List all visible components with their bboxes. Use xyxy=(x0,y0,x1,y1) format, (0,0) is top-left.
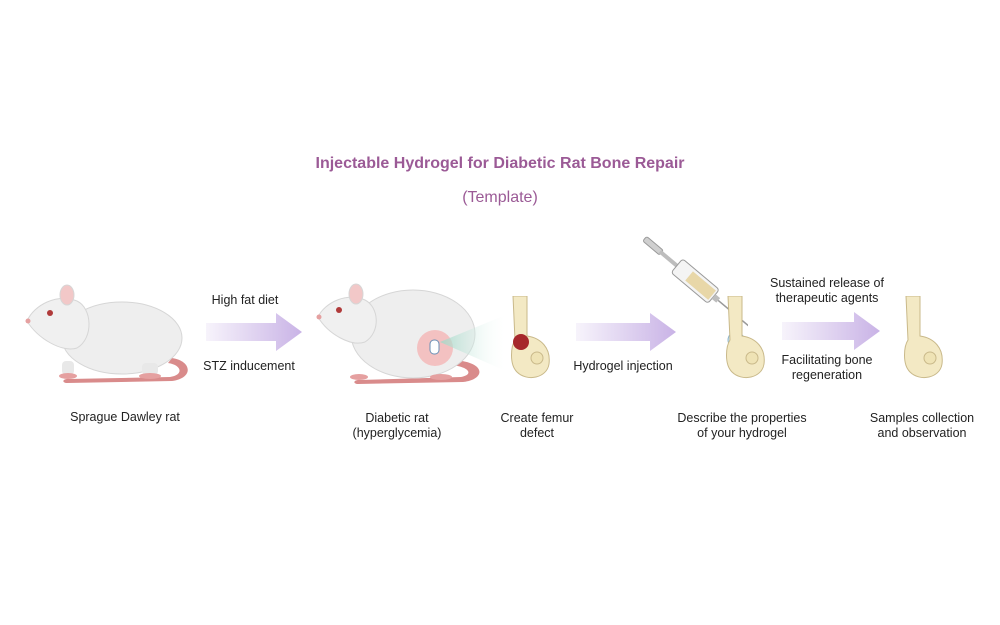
step-label-femur-defect-line1: Create femur xyxy=(500,411,574,425)
arrow-diet-stz xyxy=(206,311,302,353)
step-label-hydrogel-properties-line2: of your hydrogel xyxy=(697,426,787,440)
step-label-sprague-dawley-rat: Sprague Dawley rat xyxy=(70,410,180,424)
femur-hydrogel-illustration xyxy=(722,296,768,382)
arrow-hydrogel-injection xyxy=(576,311,676,353)
arrow-label-bone-regeneration-line1: Facilitating bone xyxy=(781,353,873,367)
highlight-beam xyxy=(440,314,510,374)
arrow-label-hydrogel-injection: Hydrogel injection xyxy=(573,359,673,373)
step-label-samples-collection-line1: Samples collection xyxy=(869,411,975,425)
arrow-label-sustained-release-line1: Sustained release of xyxy=(770,276,884,290)
diagram-subtitle: (Template) xyxy=(462,189,538,206)
step-label-femur-defect-line2: defect xyxy=(519,426,555,440)
step-label-diabetic-rat-line1: Diabetic rat xyxy=(365,411,429,425)
arrow-label-stz-inducement: STZ inducement xyxy=(203,359,295,373)
femur-healed-illustration xyxy=(900,296,946,382)
rat-illustration xyxy=(22,283,197,388)
step-label-samples-collection-line2: and observation xyxy=(877,426,967,440)
diabetic-rat-illustration xyxy=(313,282,488,388)
arrow-label-high-fat-diet: High fat diet xyxy=(211,293,279,307)
diagram-title: Injectable Hydrogel for Diabetic Rat Bon… xyxy=(315,155,685,172)
arrow-release-regeneration xyxy=(782,310,880,352)
femur-defect-illustration xyxy=(507,296,553,382)
arrow-label-sustained-release-line2: therapeutic agents xyxy=(775,291,879,305)
step-label-hydrogel-properties-line1: Describe the properties xyxy=(677,411,807,425)
arrow-label-bone-regeneration-line2: regeneration xyxy=(791,368,863,382)
step-label-diabetic-rat-line2: (hyperglycemia) xyxy=(352,426,442,440)
